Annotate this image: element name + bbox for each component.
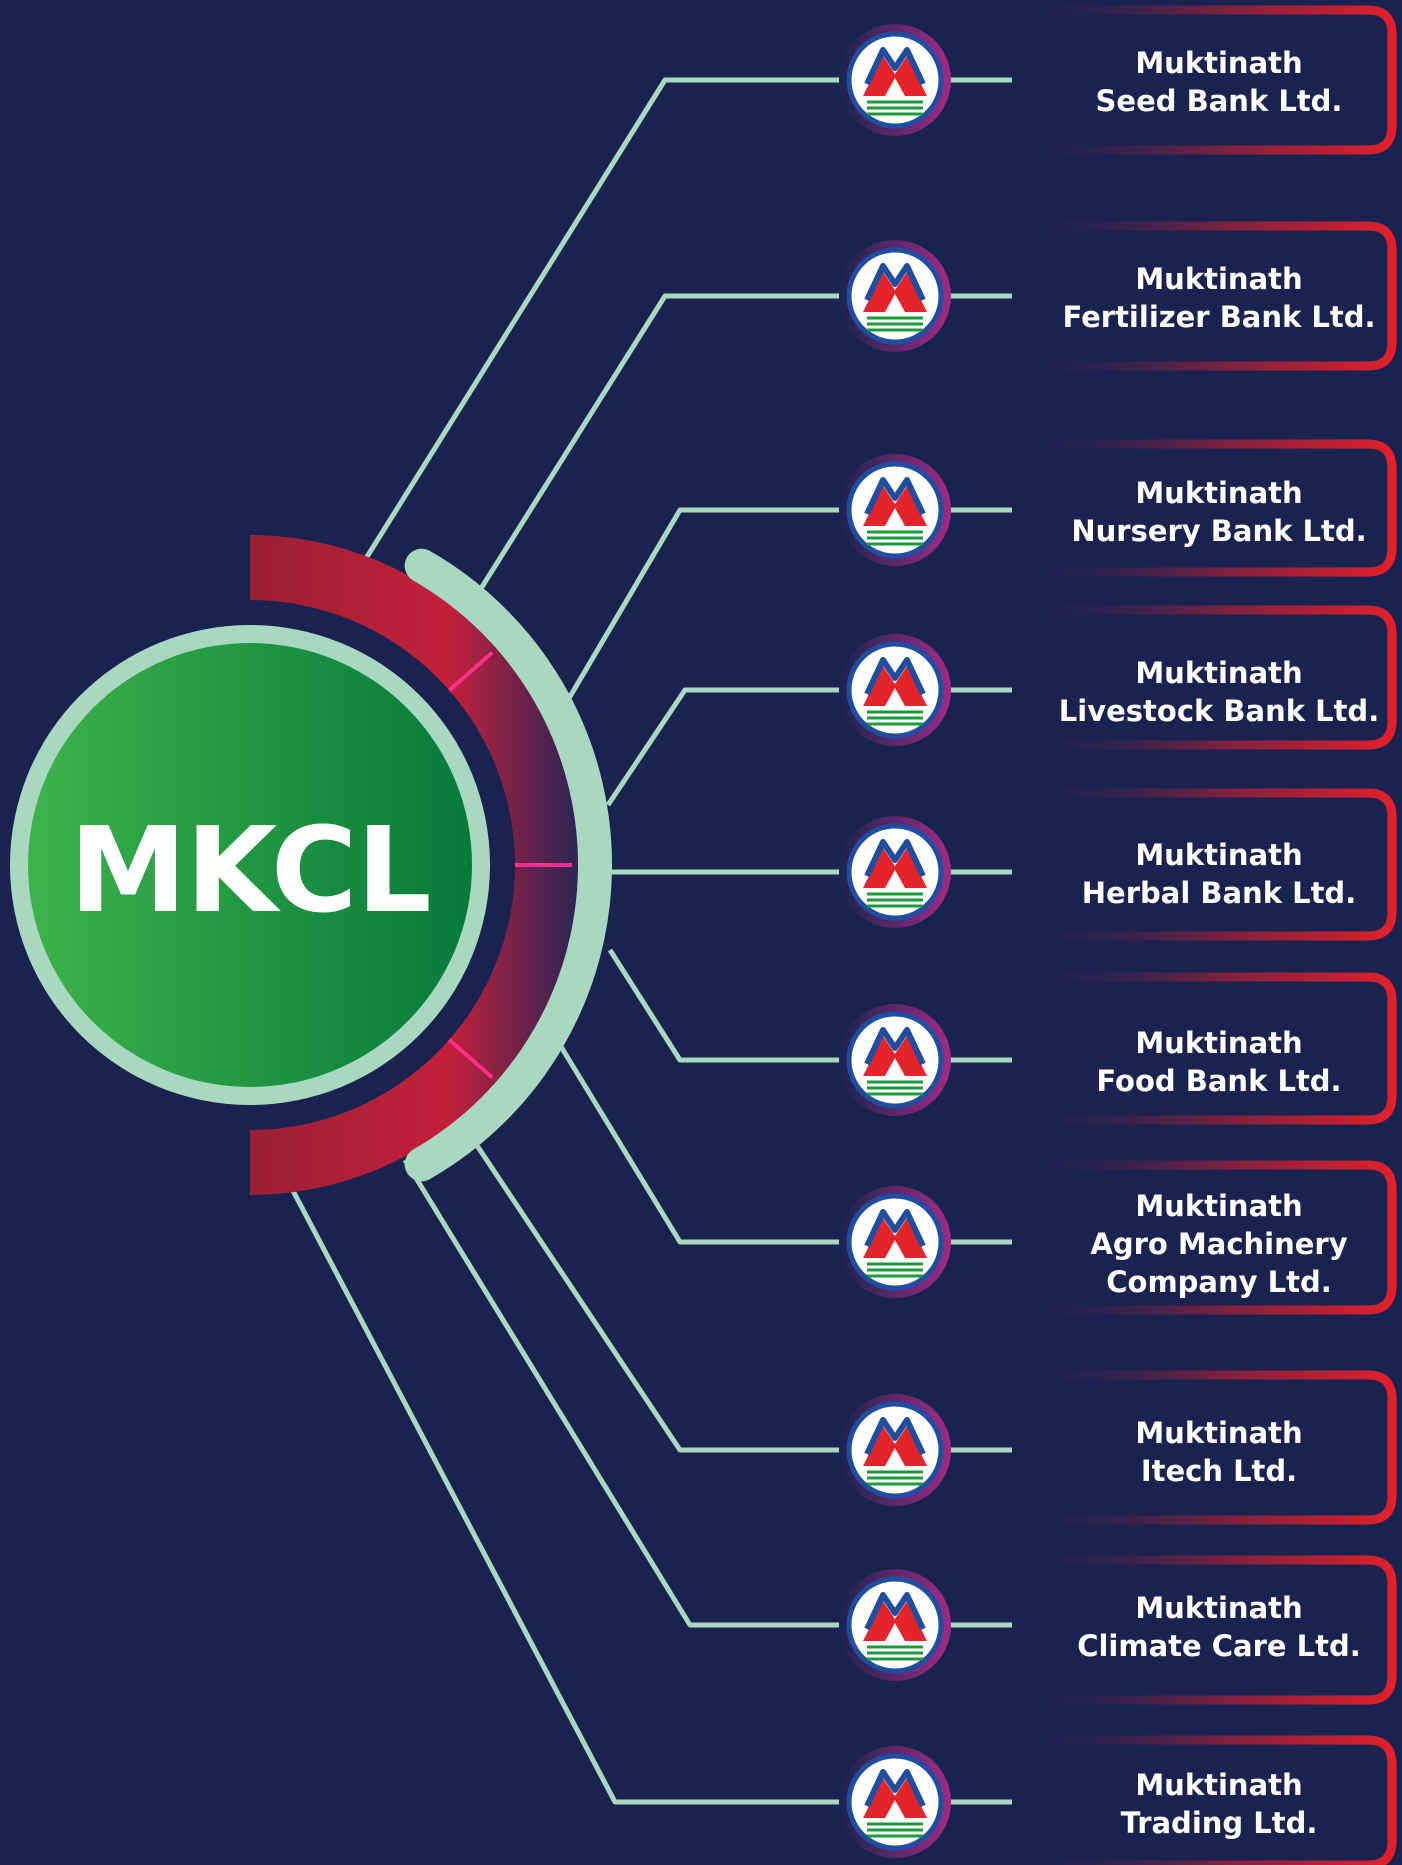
subsidiary-box — [1005, 5, 1397, 155]
subsidiary-label-line: Muktinath — [1135, 1591, 1303, 1625]
subsidiary-label-line: Climate Care Ltd. — [1077, 1629, 1361, 1663]
muktinath-logo-icon — [839, 1186, 951, 1298]
subsidiary-box — [1005, 1370, 1397, 1525]
subsidiary-label-line: Muktinath — [1135, 1026, 1303, 1060]
hub-node — [0, 535, 612, 1195]
subsidiary-box — [1005, 605, 1397, 750]
muktinath-logo-icon — [839, 634, 951, 746]
subsidiary-box — [1005, 1160, 1397, 1315]
subsidiary-label-line: Agro Machinery — [1090, 1227, 1348, 1261]
subsidiary-label-line: Muktinath — [1135, 1189, 1303, 1223]
connector-line — [557, 1043, 843, 1245]
connector-line — [467, 1133, 843, 1453]
muktinath-logo-icon — [839, 24, 951, 136]
arc-divider — [447, 1038, 494, 1079]
subsidiary-label-line: Fertilizer Bank Ltd. — [1062, 300, 1376, 334]
hub-arc-band — [250, 535, 580, 1195]
subsidiary-box — [1005, 221, 1397, 371]
subsidiary-label-line: Muktinath — [1135, 1768, 1303, 1802]
subsidiary-box — [1005, 972, 1397, 1125]
subsidiary-label-line: Food Bank Ltd. — [1096, 1064, 1342, 1098]
subsidiary-box — [1005, 1555, 1397, 1705]
muktinath-logo-icon — [839, 1394, 951, 1506]
subsidiary-box — [1005, 439, 1397, 577]
hub-outer-arc — [404, 548, 612, 1182]
subsidiary-box — [1005, 1735, 1397, 1865]
subsidiary-label-line: Herbal Bank Ltd. — [1081, 876, 1357, 910]
muktinath-logo-icon — [839, 1746, 951, 1858]
connector-line — [472, 293, 843, 600]
subsidiary-label-line: Muktinath — [1135, 262, 1303, 296]
subsidiary-label-line: Company Ltd. — [1106, 1265, 1332, 1299]
subsidiary-label-line: Livestock Bank Ltd. — [1058, 694, 1380, 728]
connector-lines — [287, 77, 1012, 1805]
hub-core — [28, 643, 472, 1087]
muktinath-logo-icon — [839, 240, 951, 352]
subsidiary-label-line: Muktinath — [1135, 476, 1303, 510]
connector-line — [287, 1183, 843, 1805]
subsidiary-label-line: Itech Ltd. — [1140, 1454, 1298, 1488]
subsidiary-label-line: Muktinath — [1135, 656, 1303, 690]
subsidiary-label-line: Muktinath — [1135, 46, 1303, 80]
connector-line — [362, 77, 843, 562]
subsidiary-label-line: Muktinath — [1135, 838, 1303, 872]
subsidiary-label-line: Trading Ltd. — [1120, 1806, 1318, 1840]
muktinath-logo-icon — [839, 1004, 951, 1116]
muktinath-logo-icon — [839, 1569, 951, 1681]
arc-divider — [447, 651, 494, 692]
subsidiary-label-line: Seed Bank Ltd. — [1095, 84, 1343, 118]
connector-line — [605, 687, 843, 807]
subsidiary-label-line: Muktinath — [1135, 1416, 1303, 1450]
subsidiary-nodes — [839, 5, 1397, 1865]
muktinath-logo-icon — [839, 816, 951, 928]
hub-label: MKCL — [69, 801, 431, 939]
subsidiary-label-line: Nursery Bank Ltd. — [1071, 514, 1367, 548]
muktinath-logo-icon — [839, 454, 951, 566]
subsidiary-box — [1005, 788, 1397, 941]
connector-line — [607, 948, 843, 1063]
connector-line — [402, 1158, 843, 1628]
connector-line — [565, 507, 843, 702]
